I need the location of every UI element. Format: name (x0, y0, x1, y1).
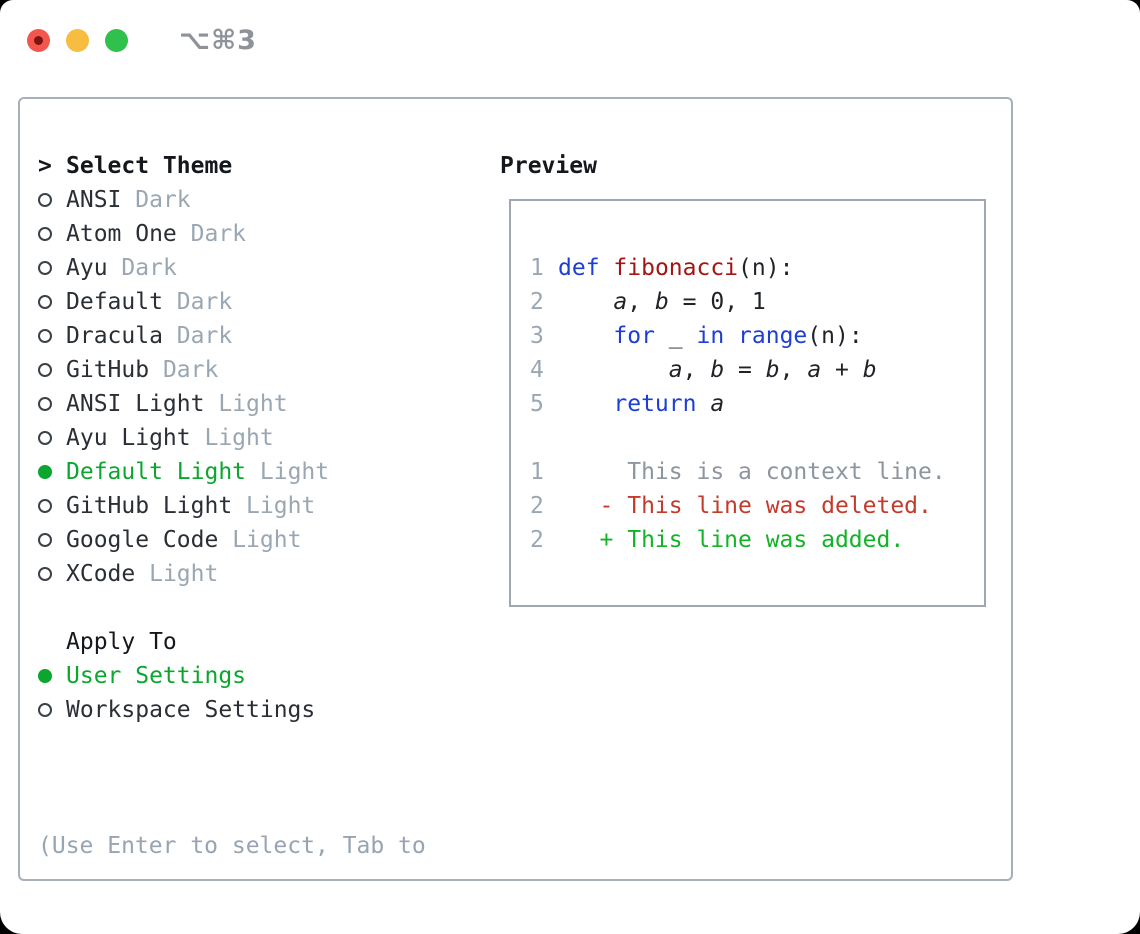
keyboard-hint: (Use Enter to select, Tab to change focu… (38, 761, 426, 934)
radio-icon (38, 329, 66, 343)
blank-line (530, 421, 984, 455)
code-line: 4 a, b = b, a + b (530, 357, 877, 383)
theme-option[interactable]: Default Dark (38, 285, 426, 319)
line-number: 5 (530, 391, 544, 417)
theme-option[interactable]: GitHub Light Light (38, 489, 426, 523)
theme-option[interactable]: XCode Light (38, 557, 426, 591)
code-line: 3 for _ in range(n): (530, 323, 863, 349)
theme-option[interactable]: Ayu Light Light (38, 421, 426, 455)
radio-selected-icon (38, 669, 66, 683)
close-dot-icon (34, 36, 43, 45)
radio-icon (38, 703, 66, 717)
theme-option[interactable]: Google Code Light (38, 523, 426, 557)
window-shortcut-label: ⌥⌘3 (179, 25, 257, 56)
radio-icon (38, 261, 66, 275)
theme-option[interactable]: ANSI Dark (38, 183, 426, 217)
radio-icon (38, 193, 66, 207)
line-number: 2 (530, 289, 544, 315)
theme-selector-panel: > Select Theme ANSI Dark Atom One Dark A… (18, 97, 1013, 881)
close-button[interactable] (27, 29, 50, 52)
radio-icon (38, 499, 66, 513)
diff-added-line: 2 + This line was added. (530, 527, 905, 553)
code-line: 2 a, b = 0, 1 (530, 289, 766, 315)
line-number: 3 (530, 323, 544, 349)
radio-icon (38, 431, 66, 445)
theme-option[interactable]: GitHub Dark (38, 353, 426, 387)
apply-to-title: Apply To (66, 629, 177, 655)
radio-icon (38, 227, 66, 241)
preview-title: Preview (500, 153, 597, 179)
apply-option-workspace-settings[interactable]: Workspace Settings (38, 693, 426, 727)
line-number: 2 (530, 493, 544, 519)
minimize-button[interactable] (66, 29, 89, 52)
theme-option-selected[interactable]: Default Light Light (38, 455, 426, 489)
select-theme-title: Select Theme (66, 153, 233, 179)
focus-marker-icon: > (38, 153, 52, 179)
line-number: 1 (530, 255, 544, 281)
theme-option[interactable]: Ayu Dark (38, 251, 426, 285)
radio-icon (38, 567, 66, 581)
line-number: 1 (530, 459, 544, 485)
radio-icon (38, 363, 66, 377)
code-line: 1 def fibonacci(n): (530, 255, 794, 281)
theme-list-column: > Select Theme ANSI Dark Atom One Dark A… (38, 149, 426, 934)
apply-to-header: Apply To (38, 625, 426, 659)
titlebar: ⌥⌘3 (27, 25, 257, 56)
apply-option-user-settings[interactable]: User Settings (38, 659, 426, 693)
diff-deleted-line: 2 - This line was deleted. (530, 493, 932, 519)
code-line: 5 return a (530, 391, 725, 417)
zoom-button[interactable] (105, 29, 128, 52)
radio-icon (38, 397, 66, 411)
radio-selected-icon (38, 465, 66, 479)
line-number: 2 (530, 527, 544, 553)
radio-icon (38, 533, 66, 547)
select-theme-header: > Select Theme (38, 149, 426, 183)
radio-icon (38, 295, 66, 309)
preview-column: Preview 1 def fibonacci(n): 2 a, b = 0, … (500, 149, 986, 607)
diff-context-line: 1 This is a context line. (530, 459, 946, 485)
theme-option[interactable]: Atom One Dark (38, 217, 426, 251)
theme-option[interactable]: ANSI Light Light (38, 387, 426, 421)
theme-option[interactable]: Dracula Dark (38, 319, 426, 353)
preview-code-box: 1 def fibonacci(n): 2 a, b = 0, 1 3 for … (509, 199, 986, 607)
line-number: 4 (530, 357, 544, 383)
keyboard-hint-line1: (Use Enter to select, Tab to (38, 833, 426, 859)
